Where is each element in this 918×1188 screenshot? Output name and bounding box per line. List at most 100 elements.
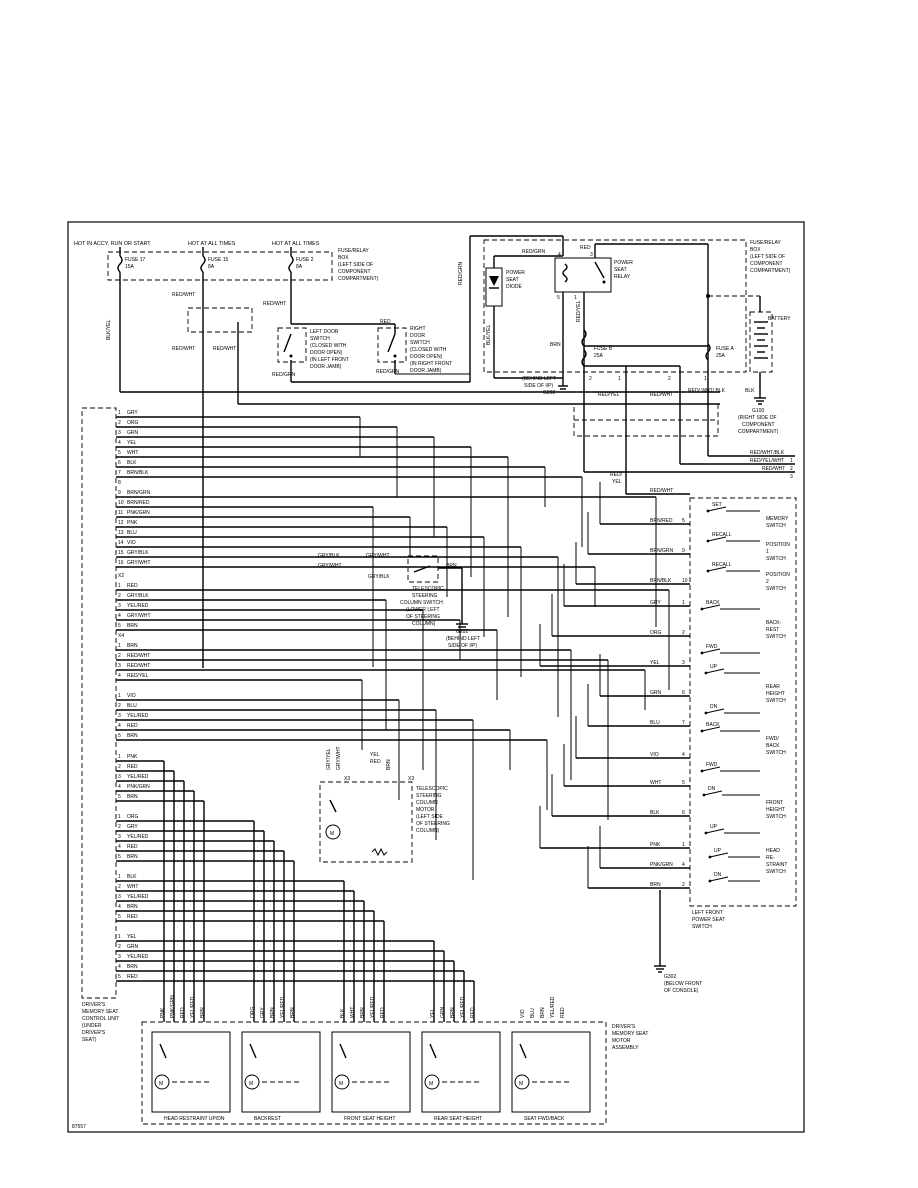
motor-pin-label: RED — [380, 1007, 386, 1018]
motor-pin-label: ORG — [250, 1007, 256, 1019]
motor-pin-label: BRN — [450, 1007, 456, 1018]
cu-pin-6: 6 — [118, 460, 121, 466]
switch-name-head: HEAD — [766, 848, 780, 854]
motor-pin-label: GRY — [260, 1007, 266, 1018]
motor-wire-color: PNK — [127, 754, 138, 760]
cu-pin-5: 5 — [118, 623, 121, 629]
cu-wire-color: BLU — [127, 530, 137, 536]
svg-text:RED: RED — [580, 245, 591, 251]
svg-text:COMPONENT: COMPONENT — [750, 261, 783, 267]
svg-text:(IN LEFT FRONT: (IN LEFT FRONT — [310, 357, 349, 363]
motor-wire-color: PNK/GRN — [127, 784, 150, 790]
switch-contact-up1: UP — [710, 664, 718, 670]
svg-text:BRN: BRN — [386, 759, 392, 770]
svg-text:SEAT): SEAT) — [82, 1037, 97, 1043]
switch-contact-set: SET — [712, 502, 722, 508]
svg-text:1: 1 — [704, 376, 707, 382]
seat-motor-label: BACKREST — [254, 1116, 281, 1122]
svg-text:FUSE/RELAY: FUSE/RELAY — [338, 248, 369, 254]
motor-wire-color: BRN — [127, 854, 138, 860]
svg-text:G202: G202 — [456, 629, 468, 635]
motor-pin-5: 5 — [118, 974, 121, 980]
svg-text:COMPONENT: COMPONENT — [742, 422, 775, 428]
cu-pin-8: 8 — [118, 480, 121, 486]
motor-pin-4: 4 — [118, 904, 121, 910]
left-front-power-seat-switch — [689, 497, 797, 907]
switch-name-head: SWITCH — [766, 869, 786, 875]
svg-text:BATTERY: BATTERY — [768, 316, 791, 322]
motor-pin-3: 3 — [118, 894, 121, 900]
switch-side-pin: 10 — [682, 578, 688, 584]
cu-pin-1: 1 — [118, 693, 121, 699]
motor-letter: M — [159, 1081, 163, 1087]
svg-text:(BELOW FRONT: (BELOW FRONT — [664, 981, 702, 987]
svg-text:DRIVER'S: DRIVER'S — [612, 1024, 636, 1030]
switch-side-label: BRN — [650, 882, 661, 888]
motor-pin-label: RED — [180, 1007, 186, 1018]
switch-side-label: BRN/BLK — [650, 578, 672, 584]
svg-text:FUSE A: FUSE A — [716, 346, 734, 352]
svg-text:RED/YEL: RED/YEL — [598, 392, 620, 398]
seat-motor-box — [421, 1031, 501, 1113]
left-door-switch: LEFT DOOR SWITCH (CLOSED WITH DOOR OPEN)… — [277, 327, 349, 370]
svg-text:COLUMN SWITCH: COLUMN SWITCH — [400, 600, 443, 606]
switch-name-pos1: POSITION — [766, 542, 790, 548]
switch-name-pos2: 2 — [766, 579, 769, 585]
switch-name-backrest: SWITCH — [766, 634, 786, 640]
svg-text:COMPARTMENT): COMPARTMENT) — [738, 429, 779, 435]
switch-contact-arm — [701, 726, 721, 732]
switch-contact-arm — [705, 828, 725, 834]
telescopic-column-switch: GRY/BLK GRY/WHT GRY/WHT GRY/BLK BRN TELE… — [318, 553, 457, 627]
switch-side-label: BLU — [650, 720, 660, 726]
switch-side-pin: 2 — [682, 630, 685, 636]
motor-letter: M — [429, 1081, 433, 1087]
cu-pin-12: 12 — [118, 520, 124, 526]
switch-name-front: SWITCH — [766, 814, 786, 820]
svg-text:CONTROL UNIT: CONTROL UNIT — [82, 1016, 119, 1022]
motor-wire-color: RED — [127, 764, 138, 770]
motor-symbol — [154, 1074, 170, 1090]
cu-pin-9: 9 — [118, 490, 121, 496]
svg-text:RED/WHT: RED/WHT — [650, 488, 673, 494]
switch-contact-arm — [701, 648, 721, 654]
switch-contact-back1: BACK — [706, 600, 720, 606]
switch-side-label: BLK — [650, 810, 660, 816]
motor-wire-color: YEL/RED — [127, 774, 149, 780]
motor-pin-2: 2 — [118, 824, 121, 830]
svg-text:DOOR JAMB): DOOR JAMB) — [410, 368, 442, 374]
cu-wire-color: RED — [127, 583, 138, 589]
cu-wire-color: RED/WHT — [127, 653, 150, 659]
svg-text:BOX: BOX — [338, 255, 349, 261]
cu-wire-color: BRN/GRN — [127, 490, 150, 496]
cu-wire-color: GRY/WHT — [127, 560, 151, 566]
motor-pin-label: BRN — [270, 1007, 276, 1018]
left-switch-label: LEFT FRONT POWER SEAT SWITCH — [692, 910, 725, 930]
control-unit-label: DRIVER'S MEMORY SEAT CONTROL UNIT (UNDER… — [82, 1002, 119, 1043]
motor-pin-3: 3 — [118, 774, 121, 780]
cu-wire-color: YEL — [127, 440, 137, 446]
svg-text:RED/ WHT/ BLK: RED/ WHT/ BLK — [688, 388, 726, 394]
motor-wire-color: YEL/RED — [127, 894, 149, 900]
svg-text:SEAT: SEAT — [506, 277, 519, 283]
motor-pin-4: 4 — [118, 784, 121, 790]
cu-wire-color: GRY/BLK — [127, 550, 149, 556]
cu-wire-color: BRN — [127, 733, 138, 739]
fuse-relay-box-right-label: FUSE/RELAY BOX (LEFT SIDE OF COMPONENT C… — [750, 240, 791, 274]
motor-pin-label: WHT — [350, 1007, 356, 1018]
svg-text:RED/YEL/WHT: RED/YEL/WHT — [750, 458, 784, 464]
switch-side-label: BRN/GRN — [650, 548, 673, 554]
battery: BATTERY — [749, 311, 791, 373]
switch-contact-arm — [707, 506, 727, 512]
svg-text:RED/YEL: RED/YEL — [576, 300, 582, 322]
switch-contact-recall2: RECALL — [712, 562, 732, 568]
switch-side-label: WHT — [650, 780, 661, 786]
motor-pin-1: 1 — [118, 874, 121, 880]
cu-pin-4: 4 — [118, 673, 121, 679]
svg-text:BRN: BRN — [446, 563, 457, 569]
switch-contact-arm — [703, 790, 723, 796]
switch-side-label: GRN — [650, 690, 662, 696]
motor-symbol — [424, 1074, 440, 1090]
svg-text:1: 1 — [618, 376, 621, 382]
